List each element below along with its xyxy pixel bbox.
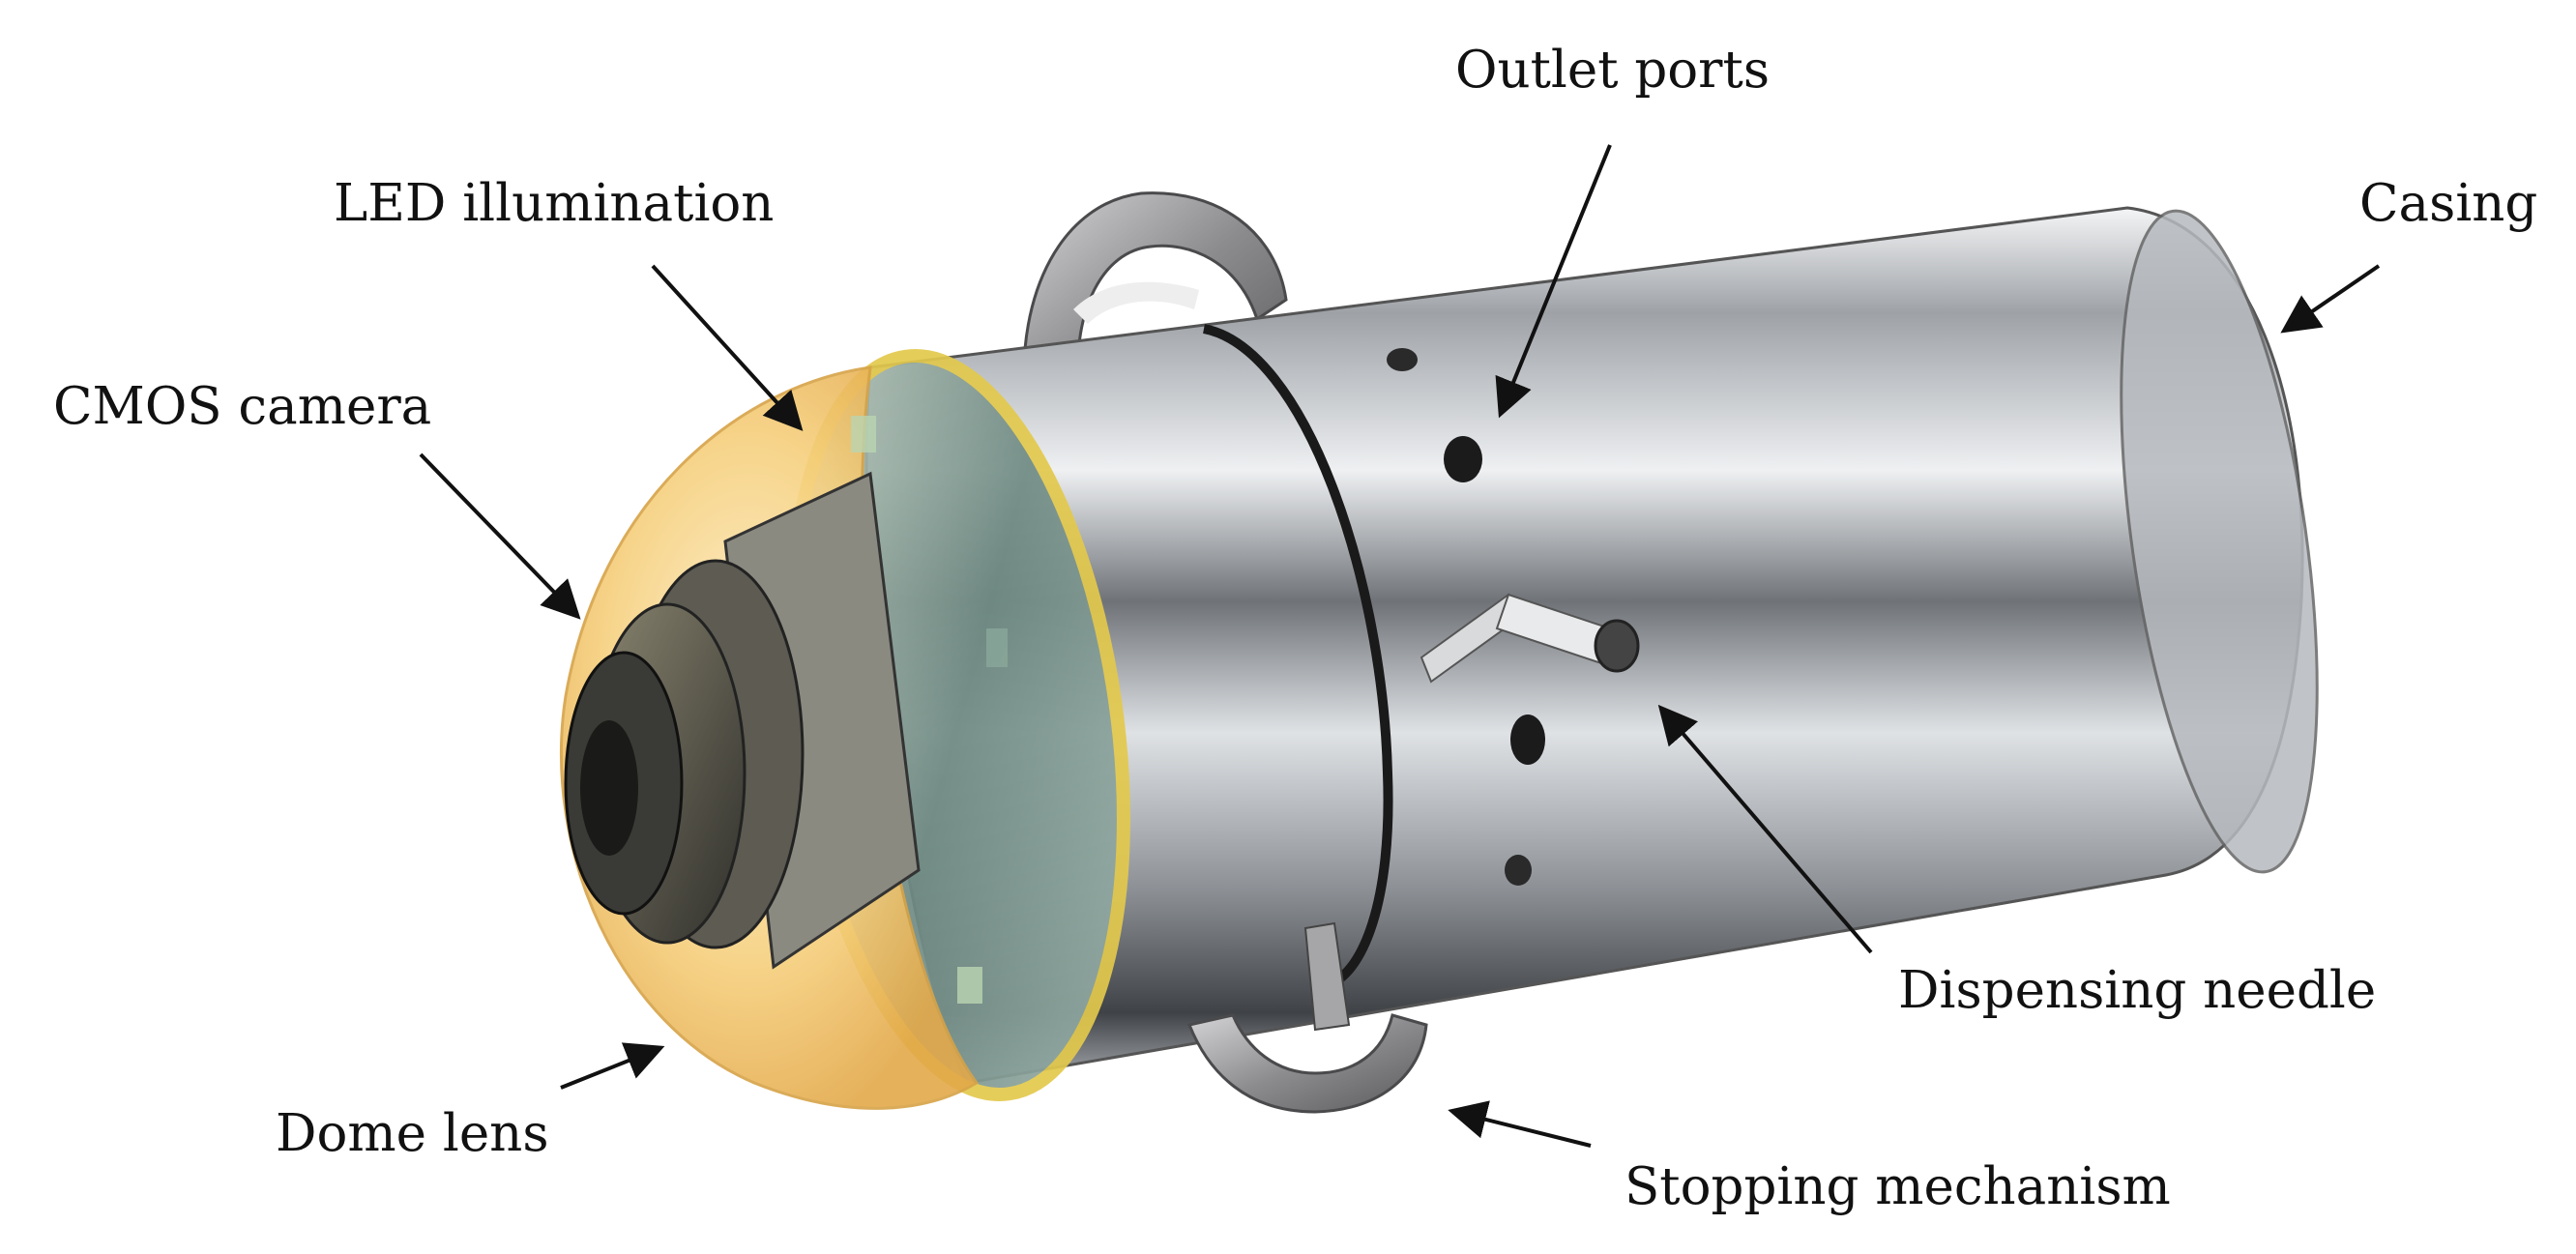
arrow-led-illumination (651, 264, 804, 431)
outlet-ports (1387, 348, 1545, 886)
label-outlet-ports: Outlet ports (1455, 41, 1770, 100)
stopping-mechanism-upper (1022, 191, 1288, 409)
arrow-dome-lens (560, 1042, 665, 1090)
arrow-stopping-mechanism (1448, 1100, 1592, 1148)
label-casing: Casing (2359, 174, 2537, 233)
label-led-illumination: LED illumination (334, 174, 774, 233)
dispensing-needle (1420, 593, 1640, 684)
labels: Outlet ports LED illumination Casing CMO… (53, 41, 2537, 1216)
arrow-cmos-camera (419, 452, 581, 620)
label-dome-lens: Dome lens (276, 1104, 549, 1163)
label-stopping-mechanism: Stopping mechanism (1625, 1157, 2171, 1216)
leader-lines (419, 144, 2381, 1148)
label-cmos-camera: CMOS camera (53, 377, 431, 436)
stopping-mechanism-lower (1186, 921, 1428, 1114)
label-dispensing-needle: Dispensing needle (1898, 961, 2376, 1020)
arrow-outlet-ports (1495, 144, 1612, 419)
arrow-dispensing-needle (1657, 704, 1873, 954)
arrow-casing (2280, 264, 2381, 334)
led-lights (851, 416, 1008, 1004)
wire-ring (1202, 324, 1393, 991)
cmos-camera (564, 471, 921, 970)
